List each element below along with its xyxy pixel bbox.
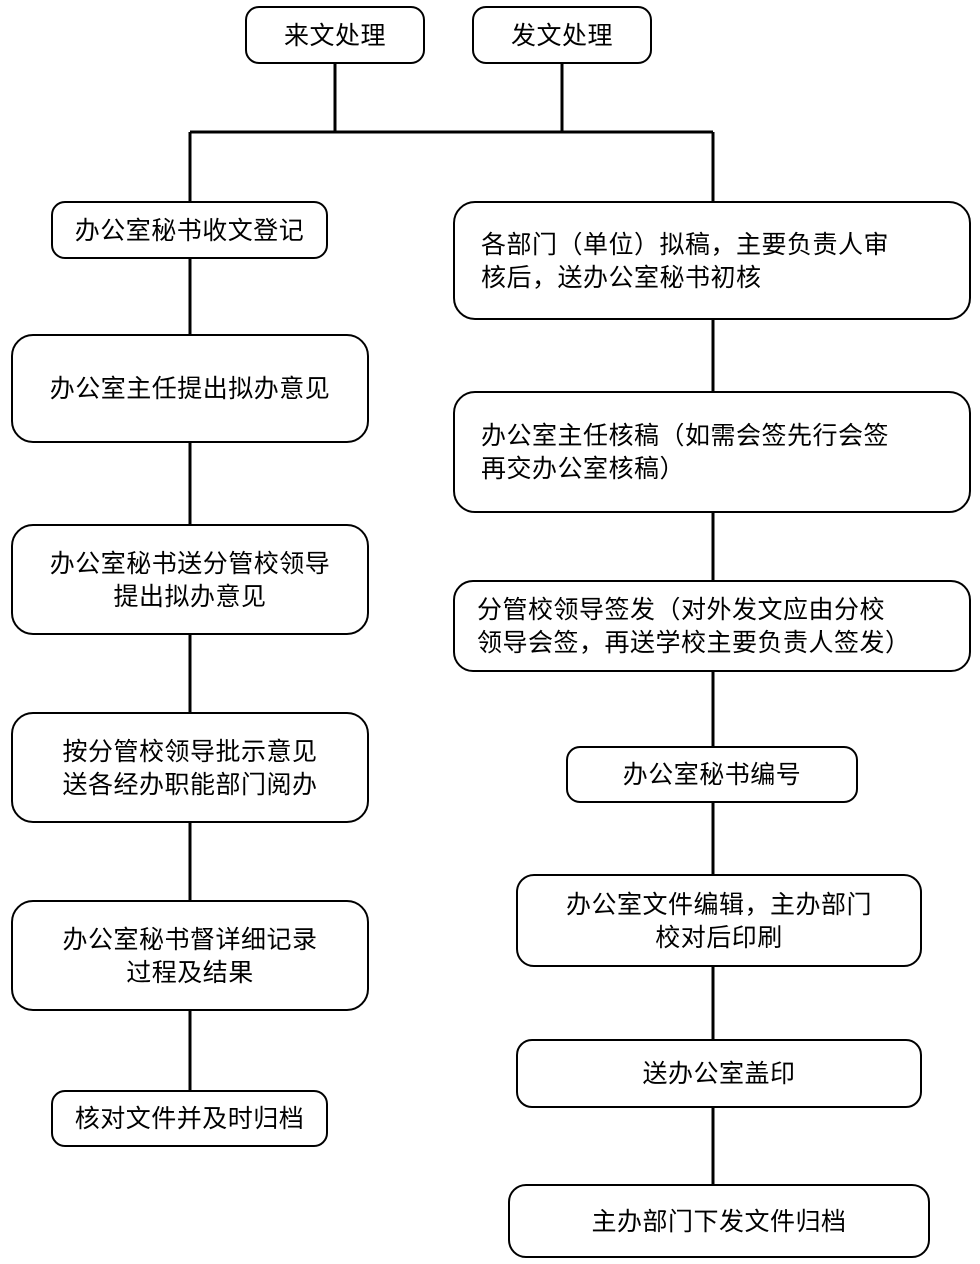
node-root-outgoing[interactable]: 发文处理 xyxy=(472,6,652,64)
node-right-4[interactable]: 办公室秘书编号 xyxy=(566,746,858,803)
node-left-4[interactable]: 按分管校领导批示意见 送各经办职能部门阅办 xyxy=(11,712,369,823)
node-right-3[interactable]: 分管校领导签发（对外发文应由分校 领导会签，再送学校主要负责人签发） xyxy=(453,580,971,672)
node-left-6[interactable]: 核对文件并及时归档 xyxy=(51,1090,328,1147)
node-root-incoming[interactable]: 来文处理 xyxy=(245,6,425,64)
node-right-1[interactable]: 各部门（单位）拟稿，主要负责人审 核后，送办公室秘书初核 xyxy=(453,201,971,320)
node-left-2[interactable]: 办公室主任提出拟办意见 xyxy=(11,334,369,443)
node-left-5[interactable]: 办公室秘书督详细记录 过程及结果 xyxy=(11,900,369,1011)
node-right-2[interactable]: 办公室主任核稿（如需会签先行会签 再交办公室核稿） xyxy=(453,391,971,513)
node-left-1[interactable]: 办公室秘书收文登记 xyxy=(51,201,328,259)
node-right-6[interactable]: 送办公室盖印 xyxy=(516,1039,922,1108)
node-right-5[interactable]: 办公室文件编辑，主办部门 校对后印刷 xyxy=(516,874,922,967)
node-left-3[interactable]: 办公室秘书送分管校领导 提出拟办意见 xyxy=(11,524,369,635)
node-right-7[interactable]: 主办部门下发文件归档 xyxy=(508,1184,930,1258)
